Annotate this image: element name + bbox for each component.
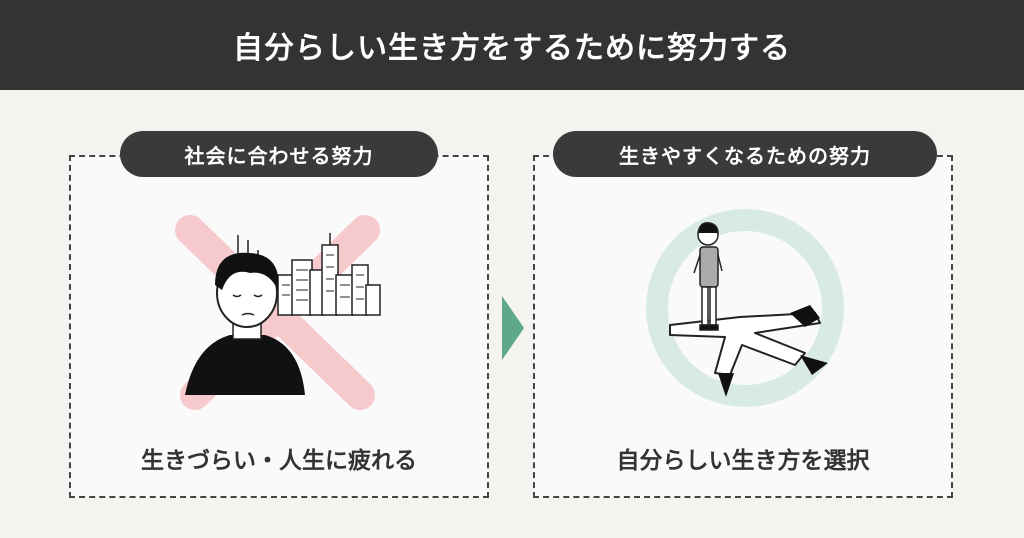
page-title: 自分らしい生き方をするために努力する — [233, 31, 791, 66]
standing-person-icon — [693, 221, 723, 331]
right-panel-caption: 自分らしい生き方を選択 — [616, 448, 870, 474]
page-title-banner: 自分らしい生き方をするために努力する — [0, 0, 1024, 90]
right-panel-label: 生きやすくなるための努力 — [553, 131, 937, 177]
left-panel-label: 社会に合わせる努力 — [120, 131, 438, 177]
ring-icon — [646, 209, 844, 407]
tired-person-illustration — [175, 215, 381, 410]
choice-illustration — [646, 209, 844, 407]
arrow-right-icon — [502, 296, 524, 360]
left-panel-caption: 生きづらい・人生に疲れる — [141, 448, 417, 474]
right-panel-label-text: 生きやすくなるための努力 — [619, 143, 871, 168]
direction-arrows-icon — [718, 305, 828, 397]
city-skyline-icon — [277, 233, 381, 316]
left-panel-label-text: 社会に合わせる努力 — [184, 143, 374, 168]
tired-man-icon — [185, 252, 305, 395]
